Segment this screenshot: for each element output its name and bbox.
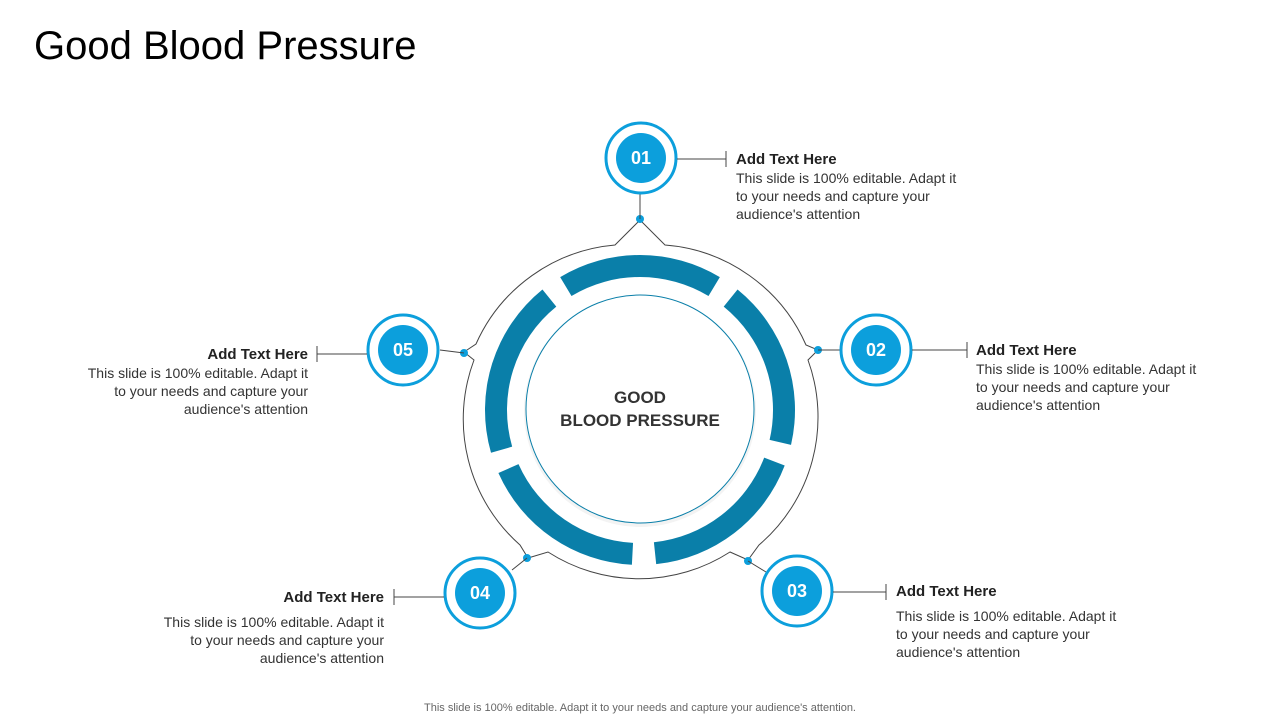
text-block-heading: Add Text Here <box>896 583 997 600</box>
text-block-01: Add Text Here This slide is 100% editabl… <box>736 150 962 223</box>
page-title: Good Blood Pressure <box>34 24 417 68</box>
badge-03 <box>760 554 834 628</box>
leader-05 <box>316 346 367 362</box>
ring-segment-4 <box>498 464 634 565</box>
text-block-body: This slide is 100% editable. Adapt it to… <box>736 170 957 222</box>
inner-circle <box>525 294 755 524</box>
ring-segment-2 <box>723 289 795 445</box>
center-label-line2: BLOOD PRESSURE <box>560 411 720 430</box>
outer-outline <box>462 219 819 580</box>
badge-number-04: 04 <box>469 583 491 603</box>
badge-05 <box>366 313 440 387</box>
badge-02 <box>839 313 913 387</box>
leader-02 <box>912 342 968 358</box>
text-block-body: This slide is 100% editable. Adapt it to… <box>163 614 384 666</box>
badge-04 <box>443 556 517 630</box>
leader-03 <box>833 584 887 600</box>
text-block-03: Add Text Here This slide is 100% editabl… <box>896 582 1118 661</box>
text-block-body: This slide is 100% editable. Adapt it to… <box>896 608 1117 660</box>
stem-04 <box>511 557 528 571</box>
footer-note: This slide is 100% editable. Adapt it to… <box>424 702 856 714</box>
text-block-heading: Add Text Here <box>736 151 837 168</box>
badge-number-02: 02 <box>865 340 887 360</box>
text-block-heading: Add Text Here <box>976 342 1077 359</box>
ring-segments <box>484 255 795 565</box>
text-block-body: This slide is 100% editable. Adapt it to… <box>87 365 308 417</box>
text-block-heading: Add Text Here <box>283 589 384 606</box>
badge-01 <box>604 121 678 195</box>
center-label-line1: GOOD <box>614 388 666 407</box>
leader-04 <box>393 589 444 605</box>
text-block-02: Add Text Here This slide is 100% editabl… <box>976 341 1202 414</box>
stem-05 <box>439 349 465 354</box>
text-block-heading: Add Text Here <box>207 346 308 363</box>
badge-number-01: 01 <box>630 148 652 168</box>
stem-03 <box>747 560 767 573</box>
text-block-04: Add Text Here This slide is 100% editabl… <box>158 588 384 667</box>
leader-01 <box>677 151 727 167</box>
ring-segment-1 <box>560 255 720 296</box>
text-block-05: Add Text Here This slide is 100% editabl… <box>82 345 308 418</box>
center-label: GOOD BLOOD PRESSURE <box>525 386 755 432</box>
ring-segment-5 <box>484 289 557 453</box>
badge-number-03: 03 <box>786 581 808 601</box>
ring-segment-3 <box>653 457 785 565</box>
badge-number-05: 05 <box>392 340 414 360</box>
text-block-body: This slide is 100% editable. Adapt it to… <box>976 361 1197 413</box>
